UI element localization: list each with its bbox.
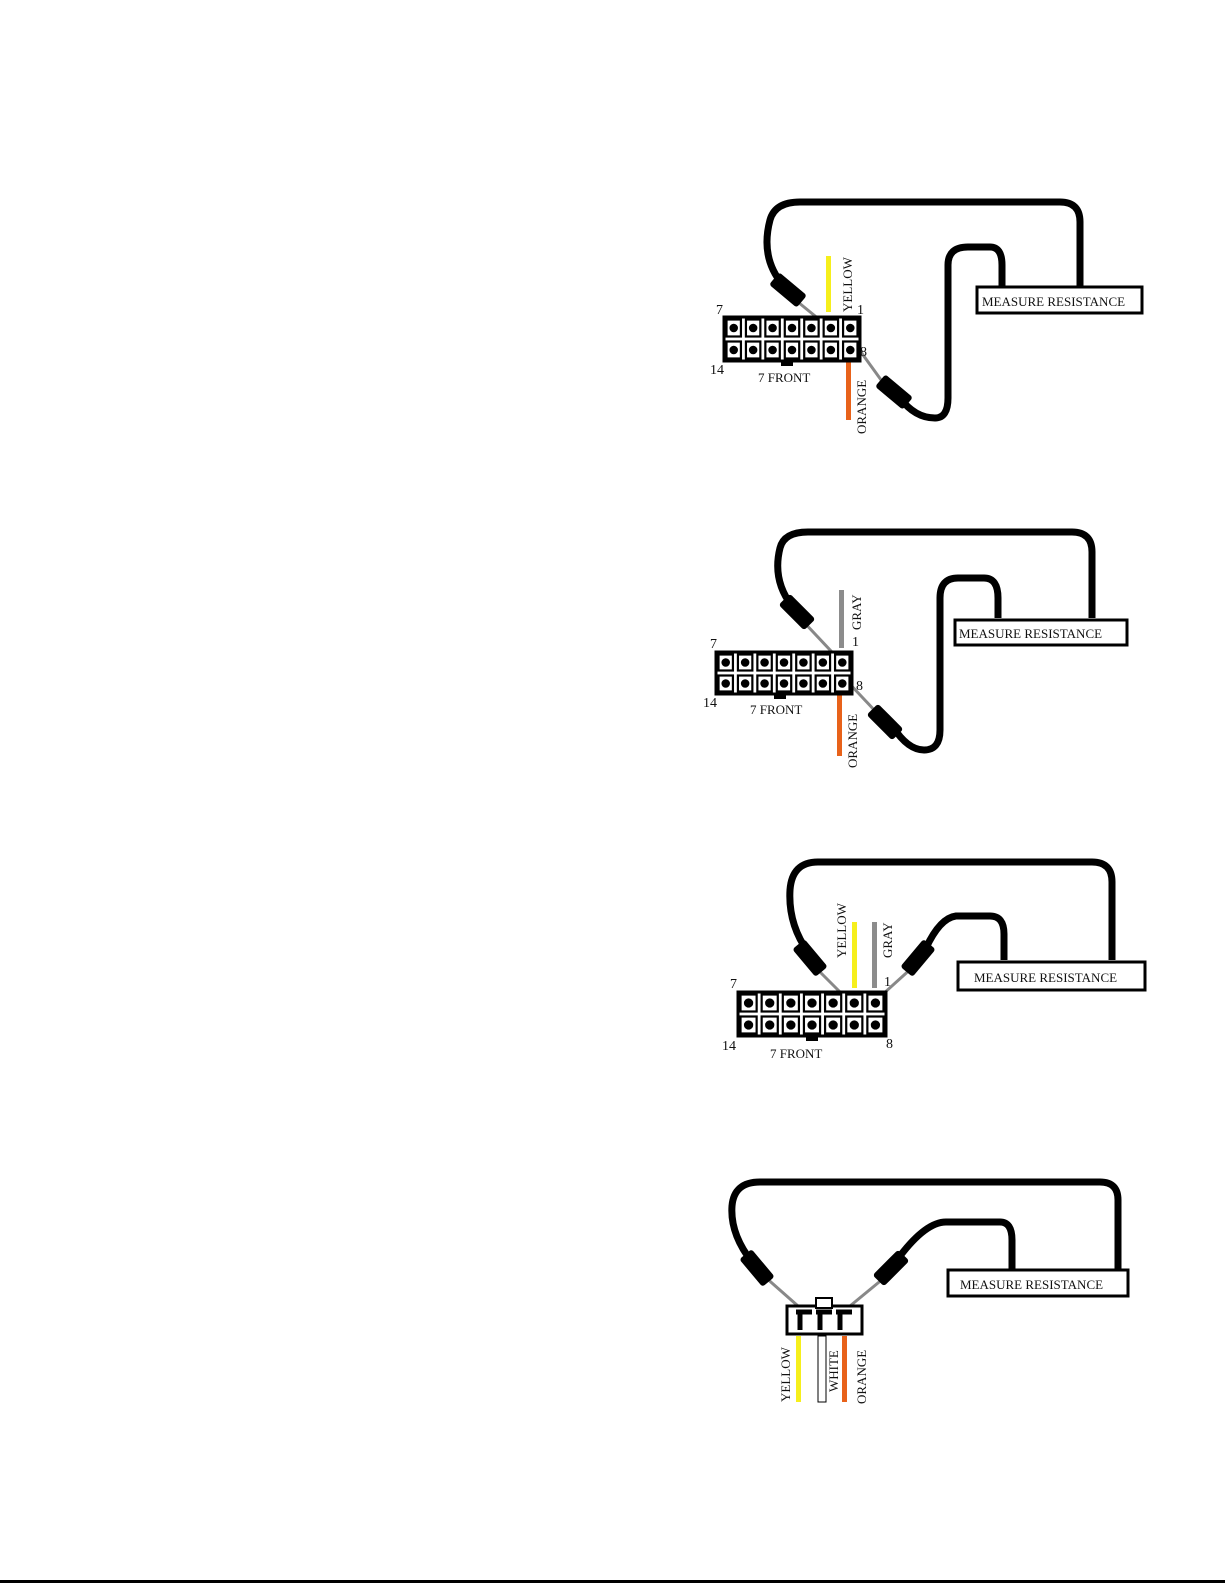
wire-label-orange: ORANGE [854, 1350, 869, 1404]
pin-terminal [760, 658, 769, 667]
pin-terminal [871, 998, 880, 1007]
pin-terminal [768, 346, 777, 355]
probe-cable-right [900, 1222, 1012, 1270]
pin-terminal [828, 1020, 837, 1029]
pin-terminal [807, 998, 816, 1007]
pin-terminal [741, 658, 750, 667]
connector-14pin [724, 317, 860, 366]
front-label: 7 FRONT [770, 1046, 822, 1061]
wire-yellow [852, 922, 857, 988]
pin-terminal [721, 658, 730, 667]
pin-7-label: 7 [730, 977, 737, 992]
pin-terminal [807, 346, 816, 355]
page-bottom-rule [0, 1580, 1225, 1583]
pin-14-label: 14 [722, 1039, 736, 1054]
probe-cable-right [900, 247, 1002, 418]
wire-yellow [796, 1336, 801, 1402]
pin-terminal [786, 998, 795, 1007]
meter-label: MEASURE RESISTANCE [974, 970, 1117, 985]
probe-handle-left [792, 939, 827, 977]
wire-label-white: WHITE [826, 1350, 841, 1392]
pin-terminal [749, 346, 758, 355]
pin-terminal [744, 1020, 753, 1029]
pin-terminal [780, 658, 789, 667]
wire-label-yellow: YELLOW [840, 256, 855, 312]
pin-terminal [838, 679, 847, 688]
pin-terminal [846, 324, 855, 333]
front-label: 7 FRONT [750, 702, 802, 717]
wire-label-yellow: YELLOW [778, 1346, 793, 1402]
front-label: 7 FRONT [758, 370, 810, 385]
diagram-1: YELLOW ORANGE 7 1 14 8 7 FRONT MEASURE R… [710, 202, 1142, 434]
wire-label-gray: GRAY [880, 922, 895, 958]
connector-14pin [738, 992, 886, 1041]
probe-tip-right [850, 1278, 884, 1306]
diagram-2: GRAY ORANGE 7 1 14 8 7 FRONT MEASURE RES… [703, 532, 1127, 768]
wire-orange [842, 1336, 847, 1402]
wire-yellow [826, 256, 831, 312]
pin-8-label: 8 [860, 345, 867, 360]
diagram-4: YELLOW WHITE ORANGE MEASURE RESISTANCE [732, 1182, 1128, 1404]
wire-gray [872, 922, 877, 988]
diagram-3: YELLOW GRAY 7 1 14 8 7 FRONT MEASURE RES… [722, 862, 1145, 1061]
wire-orange [846, 360, 851, 420]
pin-terminal [741, 679, 750, 688]
pin-terminal [871, 1020, 880, 1029]
probe-cable-right [893, 578, 998, 750]
wire-label-gray: GRAY [849, 594, 864, 630]
wire-white [818, 1336, 826, 1402]
pin-8-label: 8 [886, 1037, 893, 1052]
pin-14-label: 14 [703, 696, 717, 711]
pin-terminal [780, 679, 789, 688]
pin-terminal [788, 324, 797, 333]
wire-label-orange: ORANGE [845, 714, 860, 768]
probe-cable-left [767, 202, 1080, 286]
pin-terminal [850, 998, 859, 1007]
pin-terminal [828, 998, 837, 1007]
pin-14-label: 14 [710, 363, 724, 378]
pin-terminal [819, 658, 828, 667]
pin-terminal [765, 998, 774, 1007]
pin-terminal [819, 679, 828, 688]
pin-terminal [807, 324, 816, 333]
pin-7-label: 7 [716, 303, 723, 318]
probe-cable-left [778, 532, 1092, 618]
pin-terminal [749, 324, 758, 333]
pin-1-label: 1 [852, 635, 859, 650]
wire-orange [837, 694, 842, 756]
pin-terminal [799, 679, 808, 688]
pin-terminal [721, 679, 730, 688]
pin-terminal [765, 1020, 774, 1029]
wire-gray [839, 590, 844, 648]
pin-1-label: 1 [857, 303, 864, 318]
pin-8-label: 8 [856, 679, 863, 694]
meter-label: MEASURE RESISTANCE [959, 626, 1102, 641]
pin-7-label: 7 [710, 637, 717, 652]
pin-terminal [729, 324, 738, 333]
meter-label: MEASURE RESISTANCE [982, 294, 1125, 309]
wire-label-yellow: YELLOW [834, 902, 849, 958]
pin-terminal [850, 1020, 859, 1029]
connector-14pin [716, 652, 852, 699]
pin-terminal [744, 998, 753, 1007]
wire-label-orange: ORANGE [854, 380, 869, 434]
pin-terminal [788, 346, 797, 355]
pin-terminal [838, 658, 847, 667]
pin-terminal [846, 346, 855, 355]
pin-terminal [827, 324, 836, 333]
pin-terminal [807, 1020, 816, 1029]
meter-label: MEASURE RESISTANCE [960, 1277, 1103, 1292]
pin-terminal [799, 658, 808, 667]
pin-1-label: 1 [884, 975, 891, 990]
pin-terminal [729, 346, 738, 355]
probe-cable-right [926, 916, 1004, 960]
pin-terminal [760, 679, 769, 688]
pin-terminal [786, 1020, 795, 1029]
connector-3pin [787, 1298, 862, 1334]
pin-terminal [827, 346, 836, 355]
pin-terminal [768, 324, 777, 333]
